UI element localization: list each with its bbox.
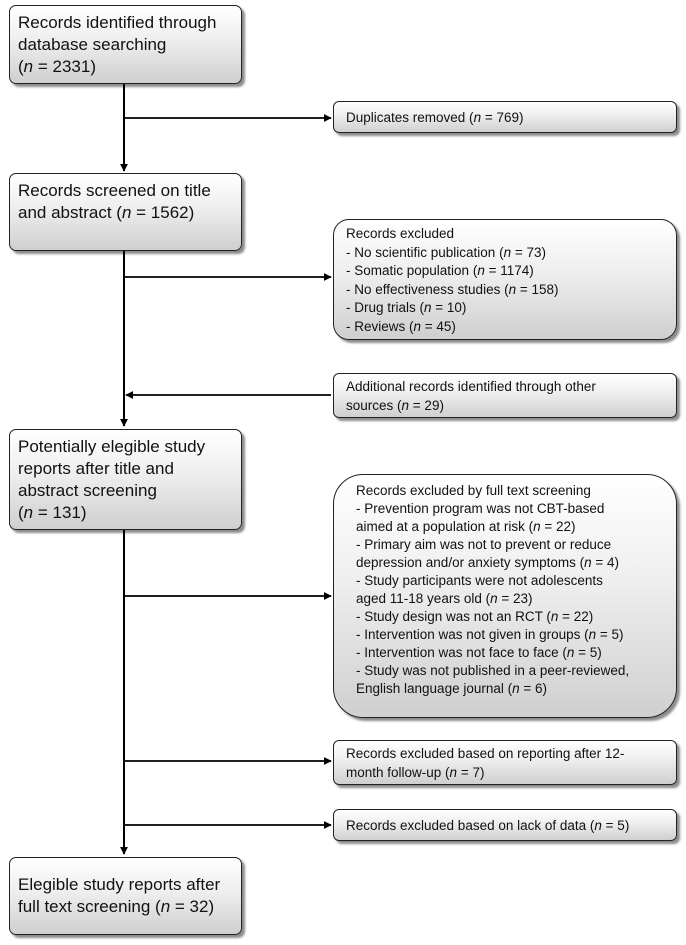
box-text-line: - Somatic population (n = 1174) <box>346 263 534 278</box>
box-text-line: - No scientific publication (n = 73) <box>346 244 546 260</box>
box-records-excluded: Records excluded - No scientific publicat… <box>333 219 677 340</box>
box-text-line: database searching <box>18 35 167 54</box>
box-excluded-lack-of-data: Records excluded based on lack of data (… <box>333 809 677 841</box>
box-text-line: - Prevention program was not CBT-based <box>356 501 605 516</box>
box-text-line: - Intervention was not given in groups (… <box>356 627 624 642</box>
box-text-line: aged 11-18 years old (n = 23) <box>356 591 533 606</box>
box-text-line: Potentially elegible study <box>18 437 206 456</box>
box-text-line: full text screening (n = 32) <box>18 897 215 916</box>
box-records-screened: Records screened on title and abstract (n… <box>9 173 242 251</box>
box-excluded-full-text: Records excluded by full text screening -… <box>333 474 677 718</box>
box-text-line: Duplicates removed (n = 769) <box>346 110 524 125</box>
box-text-line: Records identified through <box>18 13 217 32</box>
box-text-line: abstract screening <box>18 481 157 500</box>
box-text-line: sources (n = 29) <box>346 397 444 413</box>
box-text-line: Elegible study reports after <box>18 875 221 894</box>
box-text-line: - Study design was not an RCT (n = 22) <box>356 609 594 624</box>
box-text-line: Records excluded based on lack of data (… <box>346 818 630 833</box>
box-text-line: English language journal (n = 6) <box>356 681 548 696</box>
box-text-line: and abstract (n = 1562) <box>18 203 195 222</box>
box-records-identified: Records identified through database searc… <box>9 5 242 84</box>
box-text-line: - No effectiveness studies (n = 158) <box>346 281 559 297</box>
box-text-line: - Primary aim was not to prevent or redu… <box>356 537 612 552</box>
box-eligible-final: Elegible study reports after full text sc… <box>9 857 242 935</box>
box-text-line: Records excluded by full text screening <box>356 483 591 498</box>
box-additional-records: Additional records identified through ot… <box>333 373 677 418</box>
box-potentially-eligible: Potentially elegible study reports after … <box>9 429 242 530</box>
box-text-line: Records screened on title <box>18 181 211 200</box>
box-text-line: Records excluded based on reporting afte… <box>346 746 625 761</box>
box-text-line: Records excluded <box>346 226 455 241</box>
box-text-line: (n = 131) <box>18 503 87 522</box>
box-text-line: (n = 2331) <box>18 57 96 76</box>
box-duplicates-removed: Duplicates removed (n = 769) <box>333 101 677 133</box>
box-text-line: depression and/or anxiety symptoms (n = … <box>356 555 620 570</box>
box-text-line: - Study was not published in a peer-revi… <box>356 663 630 678</box>
box-text-line: month follow-up (n = 7) <box>346 764 485 780</box>
box-text-line: reports after title and <box>18 459 174 478</box>
box-text-line: - Study participants were not adolescent… <box>356 573 603 588</box>
box-excluded-follow-up: Records excluded based on reporting afte… <box>333 740 677 785</box>
box-text-line: Additional records identified through ot… <box>346 379 596 394</box>
box-text-line: - Reviews (n = 45) <box>346 318 456 334</box>
box-text-line: - Drug trials (n = 10) <box>346 300 467 315</box>
box-text-line: - Intervention was not face to face (n =… <box>356 645 602 660</box>
box-text-line: aimed at a population at risk (n = 22) <box>356 519 576 534</box>
